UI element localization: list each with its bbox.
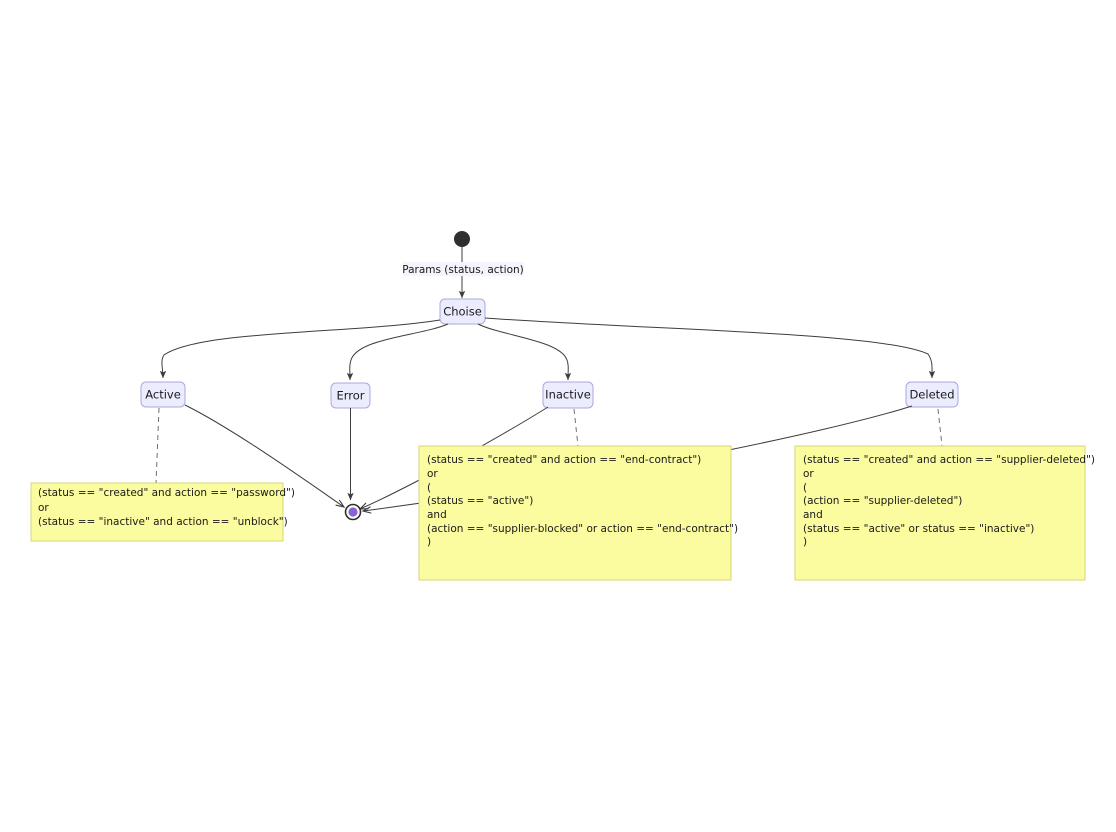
note-inactive-line-0: (status == "created" and action == "end-… (427, 454, 701, 466)
transition-label-params: Params (status, action) (402, 264, 524, 276)
note-deleted-box (794, 445, 1086, 581)
state-active[interactable]: Active (140, 381, 186, 408)
state-deleted-label: Deleted (909, 388, 954, 402)
transition-choise-to-inactive (477, 323, 572, 381)
state-choise[interactable]: Choise (439, 298, 486, 325)
note-inactive: (status == "created" and action == "end-… (418, 445, 741, 581)
note-deleted-text: (status == "created" and action == "supp… (803, 454, 1098, 548)
transition-choise-to-error (346, 323, 449, 381)
note-active-line-0: (status == "created" and action == "pass… (38, 487, 295, 499)
state-active-label: Active (145, 388, 181, 402)
note-active-line-2: (status == "inactive" and action == "unb… (38, 516, 288, 528)
note-deleted-line-6: ) (803, 536, 807, 548)
note-inactive-line-3: (status == "active") (427, 495, 533, 507)
note-deleted-line-3: (action == "supplier-deleted") (803, 495, 962, 507)
note-deleted-line-4: and (803, 509, 823, 521)
state-active-box[interactable] (140, 381, 186, 408)
transition-label-background (403, 262, 524, 276)
transition-choise-to-deleted (484, 317, 936, 379)
state-error-label: Error (336, 389, 364, 403)
note-inactive-text: (status == "created" and action == "end-… (427, 454, 741, 548)
state-inactive-label: Inactive (545, 388, 591, 402)
state-error[interactable]: Error (330, 382, 371, 409)
note-inactive-line-5: (action == "supplier-blocked" or action … (427, 523, 738, 535)
transition-active-to-end (184, 404, 344, 507)
note-deleted-line-5: (status == "active" or status == "inacti… (803, 523, 1034, 535)
end-node-dot (348, 507, 358, 517)
state-deleted-box[interactable] (905, 381, 959, 408)
note-active-line-1: or (38, 502, 49, 514)
note-deleted-line-1: or (803, 468, 814, 480)
note-inactive-line-2: ( (427, 482, 431, 494)
note-inactive-line-1: or (427, 468, 438, 480)
state-choise-label: Choise (443, 305, 482, 319)
note-link-active (155, 407, 160, 485)
state-inactive[interactable]: Inactive (542, 381, 594, 409)
note-inactive-line-6: ) (427, 536, 431, 548)
state-inactive-box[interactable] (542, 381, 594, 409)
note-inactive-box (418, 445, 732, 581)
note-deleted-line-2: ( (803, 482, 807, 494)
end-node (344, 503, 362, 521)
note-link-deleted (937, 408, 943, 447)
state-deleted[interactable]: Deleted (905, 381, 959, 408)
state-choise-box[interactable] (439, 298, 486, 325)
note-active: (status == "created" and action == "pass… (30, 482, 298, 542)
note-deleted-line-0: (status == "created" and action == "supp… (803, 454, 1095, 466)
note-link-inactive (573, 408, 579, 447)
note-deleted: (status == "created" and action == "supp… (794, 445, 1098, 581)
start-node (454, 231, 470, 247)
note-inactive-line-4: and (427, 509, 447, 521)
note-active-box (30, 482, 284, 542)
transition-choise-to-active (159, 319, 441, 379)
note-active-text: (status == "created" and action == "pass… (38, 487, 298, 528)
